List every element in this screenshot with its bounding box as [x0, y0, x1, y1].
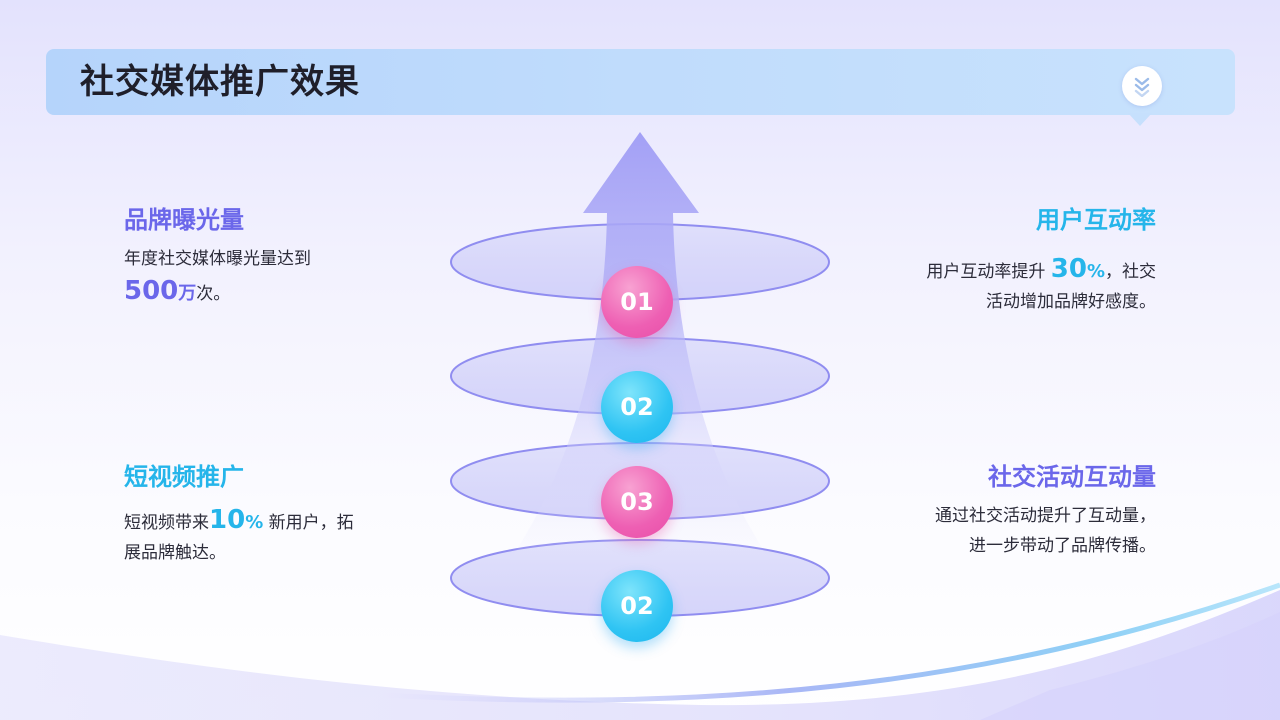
- social-activity-line2: 进一步带动了品牌传播。: [836, 531, 1156, 561]
- brand-exposure-suffix: 次。: [196, 284, 230, 304]
- engagement-heading: 用户互动率: [856, 204, 1156, 236]
- brand-exposure-heading: 品牌曝光量: [124, 204, 424, 236]
- engagement-number: 30: [1051, 254, 1087, 284]
- engagement-line2: 活动增加品牌好感度。: [856, 287, 1156, 317]
- short-video-unit: %: [245, 512, 263, 533]
- step-badge-3: 03: [601, 466, 673, 538]
- engagement-line1: 用户互动率提升 30%，社交: [856, 254, 1156, 287]
- short-video-number: 10: [209, 505, 245, 535]
- short-video-line1: 短视频带来10% 新用户，拓: [124, 505, 424, 538]
- engagement-unit: %: [1087, 261, 1105, 282]
- step-badge-1: 01: [601, 266, 673, 338]
- social-activity-line1: 通过社交活动提升了互动量，: [836, 501, 1156, 531]
- step-badge-4: 02: [601, 570, 673, 642]
- engagement-block: 用户互动率 用户互动率提升 30%，社交 活动增加品牌好感度。: [856, 204, 1156, 317]
- short-video-line2: 展品牌触达。: [124, 538, 424, 568]
- step-badge-2: 02: [601, 371, 673, 443]
- short-video-heading: 短视频推广: [124, 461, 424, 493]
- brand-exposure-line1: 年度社交媒体曝光量达到: [124, 244, 424, 274]
- short-video-block: 短视频推广 短视频带来10% 新用户，拓 展品牌触达。: [124, 461, 424, 568]
- engagement-prefix: 用户互动率提升: [926, 262, 1050, 282]
- social-activity-heading: 社交活动互动量: [836, 461, 1156, 493]
- short-video-suffix: 新用户，拓: [263, 513, 353, 533]
- social-activity-block: 社交活动互动量 通过社交活动提升了互动量， 进一步带动了品牌传播。: [836, 461, 1156, 561]
- brand-exposure-line2: 500万次。: [124, 276, 424, 309]
- brand-exposure-block: 品牌曝光量 年度社交媒体曝光量达到 500万次。: [124, 204, 424, 309]
- brand-exposure-unit: 万: [178, 283, 196, 304]
- engagement-suffix: ，社交: [1105, 262, 1156, 282]
- short-video-prefix: 短视频带来: [124, 513, 209, 533]
- brand-exposure-number: 500: [124, 276, 178, 306]
